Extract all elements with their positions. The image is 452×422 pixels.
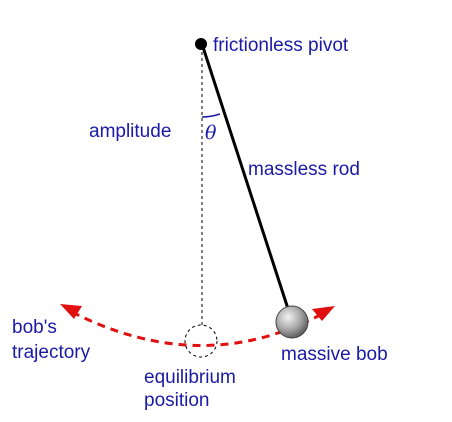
label-amplitude: amplitude — [89, 121, 171, 142]
trajectory-arrowhead-left — [60, 304, 82, 319]
label-theta: θ — [205, 122, 217, 144]
amplitude-angle-arc — [201, 113, 221, 118]
label-massless-rod: massless rod — [248, 159, 360, 180]
massive-bob — [275, 305, 309, 339]
label-trajectory: trajectory — [12, 342, 91, 363]
label-massive-bob: massive bob — [281, 344, 388, 365]
pivot-dot — [195, 38, 207, 50]
trajectory-arrowhead-right — [312, 306, 335, 321]
equilibrium-position-circle — [184, 324, 218, 358]
label-position: position — [144, 390, 210, 411]
label-equilibrium: equilibrium — [144, 367, 236, 388]
label-frictionless-pivot: frictionless pivot — [213, 35, 349, 56]
label-bobs: bob's — [12, 317, 57, 338]
massless-rod — [200, 43, 293, 319]
